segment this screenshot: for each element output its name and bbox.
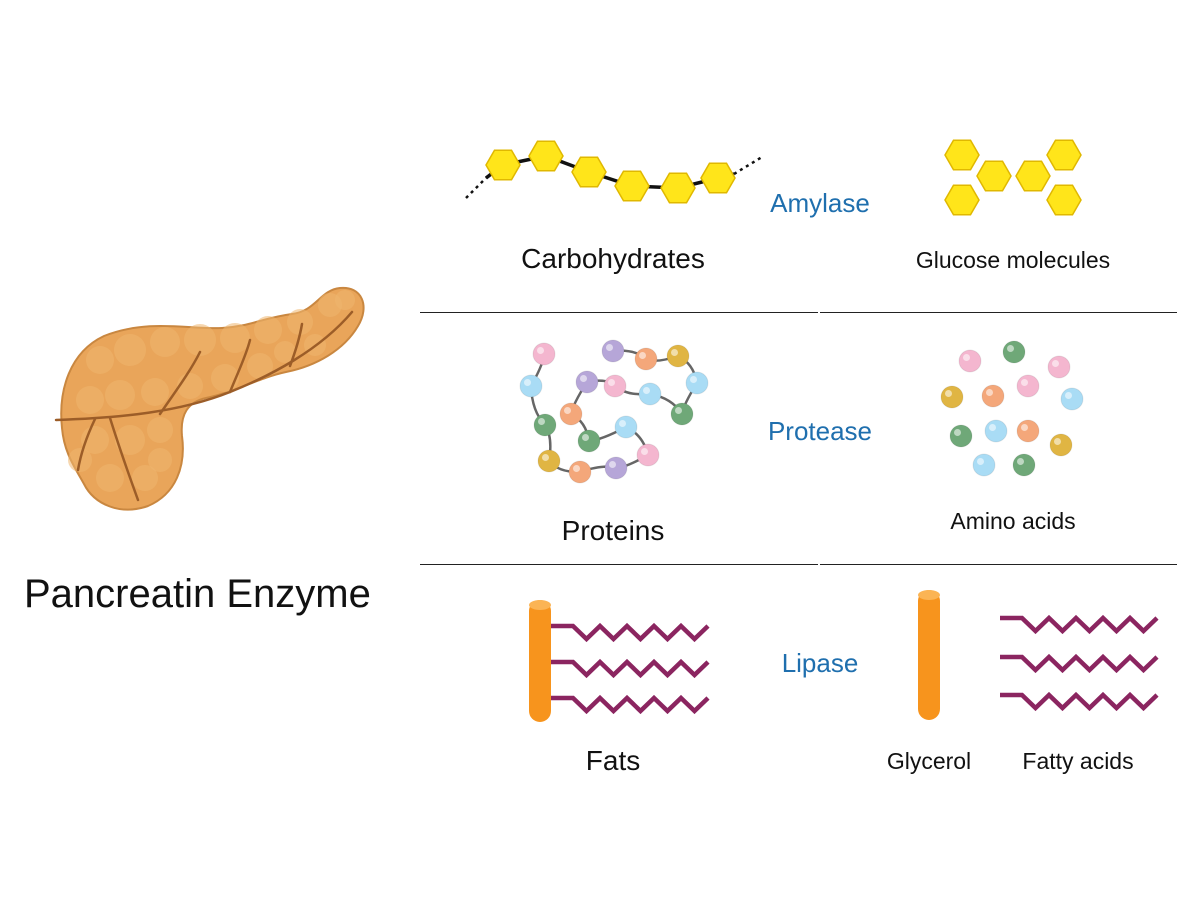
substrate-label-carbohydrates: Carbohydrates [521, 243, 705, 274]
pancreas-duct [158, 350, 202, 416]
glucose-hexagon [944, 139, 980, 171]
fatty-acid-icon [1000, 614, 1159, 712]
amino-acid-icon [940, 340, 1084, 477]
amino-acid-bead [1047, 355, 1071, 379]
amino-acid-bead [636, 443, 660, 467]
amino-acid-bead [533, 413, 557, 437]
amino-acid-bead [559, 402, 583, 426]
glucose-icon [944, 139, 1082, 216]
amino-acid-bead [666, 344, 690, 368]
enzyme-label-amylase: Amylase [770, 188, 870, 218]
fatty-acid-chain [1000, 653, 1159, 674]
pancreas-duct [76, 417, 97, 472]
glycerol-bar [529, 600, 551, 722]
amino-acid-bead [949, 424, 973, 448]
amino-acid-bead [1016, 374, 1040, 398]
amino-acid-bead [940, 385, 964, 409]
amino-acid-bead [685, 371, 709, 395]
amino-acid-bead [614, 415, 638, 439]
product-label-glucose: Glucose molecules [915, 247, 1111, 273]
amino-acid-bead [1002, 340, 1026, 364]
amino-acid-bead [575, 370, 599, 394]
glucose-hexagon [1015, 160, 1051, 192]
amino-acid-bead [981, 384, 1005, 408]
glucose-hexagon [1046, 139, 1082, 171]
amino-acid-bead [601, 339, 625, 363]
fatty-acid-chain [1000, 614, 1159, 635]
amino-acid-bead [604, 456, 628, 480]
product-label-amino-acids: Amino acids [950, 508, 1076, 534]
row-divider [820, 564, 1177, 565]
fatty-acid-chain [551, 658, 710, 679]
glucose-hexagon [571, 156, 607, 188]
fatty-acid-chain [1000, 691, 1159, 712]
amino-acid-bead [532, 342, 556, 366]
amino-acid-bead [972, 453, 996, 477]
amino-acid-bead [634, 347, 658, 371]
amino-acid-bead [984, 419, 1008, 443]
carbohydrate-chain-icon [465, 140, 763, 204]
amino-acid-bead [568, 460, 592, 484]
amino-acid-bead [958, 349, 982, 373]
amino-acid-bead [1060, 387, 1084, 411]
glucose-hexagon [660, 172, 696, 204]
glucose-hexagon [1046, 184, 1082, 216]
amino-acid-bead [670, 402, 694, 426]
glucose-hexagon [485, 149, 521, 181]
glucose-hexagon [976, 160, 1012, 192]
amino-acid-bead [577, 429, 601, 453]
fatty-acid-chain [551, 694, 710, 715]
pancreas-icon [54, 286, 365, 511]
row-divider [820, 312, 1177, 313]
row-divider [420, 312, 818, 313]
pancreas-duct [228, 338, 252, 394]
fat-molecule-icon [529, 600, 710, 722]
protein-chain-icon [519, 339, 709, 484]
diagram-title: Pancreatin Enzyme [24, 572, 371, 616]
amino-acid-bead [519, 374, 543, 398]
glucose-hexagon [944, 184, 980, 216]
amino-acid-bead [1016, 419, 1040, 443]
glycerol-icon [918, 590, 940, 720]
amino-acid-bead [1049, 433, 1073, 457]
amino-acid-bead [1012, 453, 1036, 477]
substrate-label-proteins: Proteins [561, 515, 665, 546]
substrate-label-fats: Fats [585, 745, 641, 776]
fatty-acid-chain [551, 622, 710, 643]
glycosidic-bond [484, 154, 735, 190]
amino-acid-bead [537, 449, 561, 473]
pancreas-duct [108, 416, 140, 502]
product-label-fatty-acids: Fatty acids [1022, 748, 1134, 774]
enzyme-label-lipase: Lipase [781, 648, 859, 678]
glycerol-bar [918, 590, 940, 720]
glucose-hexagon [528, 140, 564, 172]
amino-acid-bead [638, 382, 662, 406]
enzyme-label-protease: Protease [767, 416, 873, 446]
glucose-hexagon [700, 162, 736, 194]
product-label-glycerol: Glycerol [886, 748, 972, 774]
amino-acid-bead [603, 374, 627, 398]
glucose-hexagon [614, 170, 650, 202]
row-divider [420, 564, 818, 565]
pancreas-duct [288, 322, 304, 368]
